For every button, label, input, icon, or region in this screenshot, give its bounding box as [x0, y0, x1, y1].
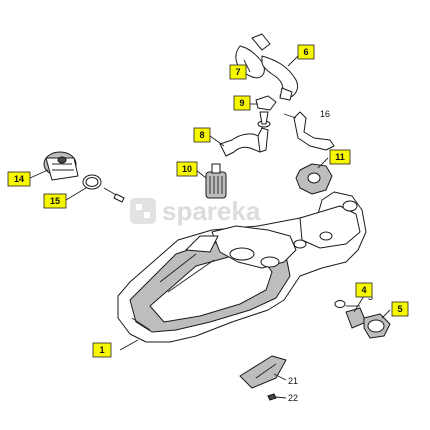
- fuel-filter-part-10: [205, 163, 227, 199]
- callout-14-text: 14: [14, 174, 24, 184]
- callout-7-text: 7: [235, 67, 240, 77]
- callout-11-text: 11: [335, 152, 345, 162]
- label-21: 21: [288, 376, 298, 386]
- callout-8: 8: [193, 127, 211, 143]
- callout-9-text: 9: [239, 98, 244, 108]
- callout-15: 15: [43, 193, 67, 209]
- callout-10-text: 10: [182, 164, 192, 174]
- bracket-part-16: [293, 111, 335, 151]
- callout-4: 4: [355, 282, 373, 298]
- callout-8-text: 8: [199, 130, 204, 140]
- callout-14: 14: [7, 171, 31, 187]
- o-ring-part-15: [82, 174, 125, 203]
- watermark: spareka: [130, 196, 261, 226]
- callout-4-text: 4: [361, 285, 366, 295]
- label-16: 16: [320, 109, 330, 119]
- callout-9: 9: [233, 95, 251, 111]
- callout-11: 11: [329, 149, 351, 165]
- rubber-buffer-part-11: [295, 163, 333, 195]
- fitting-part-9: [255, 95, 277, 128]
- callout-1-text: 1: [99, 345, 104, 355]
- tank-housing-part: [117, 191, 367, 343]
- leader-lines: [29, 53, 391, 399]
- cover-plate-parts: [239, 355, 287, 401]
- callout-15-text: 15: [50, 196, 60, 206]
- label-22: 22: [288, 393, 298, 403]
- callout-6-text: 6: [303, 47, 308, 57]
- oil-pump-part-14: [43, 151, 79, 181]
- callout-1: 1: [92, 342, 112, 358]
- callout-10: 10: [176, 161, 198, 177]
- callout-6: 6: [297, 44, 315, 60]
- callout-5: 5: [391, 301, 409, 317]
- callout-5-text: 5: [397, 304, 402, 314]
- fuel-line-part-8: [219, 127, 269, 157]
- watermark-text: spareka: [162, 196, 261, 226]
- callout-7: 7: [229, 64, 247, 80]
- oil-cap-parts: [334, 300, 391, 339]
